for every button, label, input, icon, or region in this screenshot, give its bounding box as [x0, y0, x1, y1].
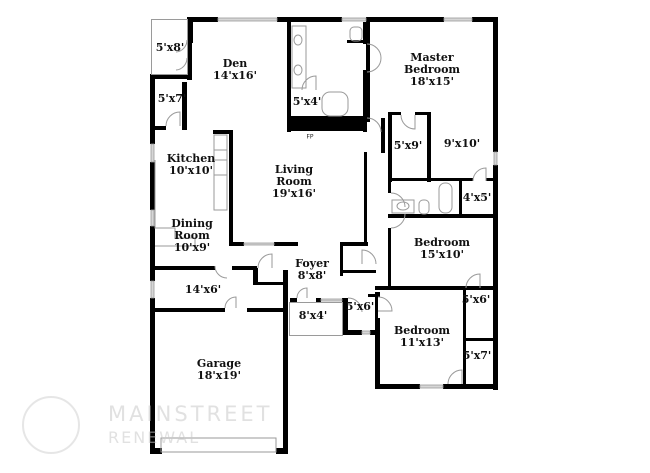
label-closet-bottom: 5'x7'	[462, 349, 492, 362]
den-name: Den	[222, 57, 248, 70]
label-porch: 8'x4'	[298, 309, 328, 322]
watermark-line2: RENEWAL	[108, 428, 201, 447]
thin-lines	[151, 19, 487, 453]
watermark: MAINSTREET RENEWAL	[18, 396, 298, 454]
label-closet-4x5: 4'x5'	[462, 191, 492, 204]
windows	[150, 17, 498, 389]
label-balcony: 5'x8'	[155, 41, 185, 54]
label-bedroom-3: Bedroom 11'x13'	[393, 324, 451, 349]
den-dims: 14'x16'	[213, 69, 257, 82]
label-kitchen: Kitchen 10'x10'	[166, 152, 216, 177]
label-bath-closet: 5'x4'	[292, 95, 322, 108]
label-master-bedroom: Master Bedroom 18'x15'	[403, 51, 461, 88]
brand-logo-icon	[22, 396, 80, 454]
label-bath-5x6: 5'x6'	[345, 300, 375, 313]
label-laundry: 14'x6'	[184, 283, 222, 296]
label-den: Den 14'x16'	[213, 58, 257, 82]
label-sitting: 9'x10'	[443, 137, 481, 150]
label-closet-top: 5'x7'	[157, 92, 187, 105]
label-closet-5x9: 5'x9'	[393, 139, 423, 152]
label-foyer: Foyer 8'x8'	[295, 257, 329, 282]
label-living-room: Living Room 19'x16'	[272, 163, 316, 200]
label-garage: Garage 18'x19'	[196, 357, 242, 382]
watermark-line1: MAINSTREET	[108, 402, 273, 426]
fireplace-label: FP	[306, 133, 314, 141]
label-bedroom-2: Bedroom 15'x10'	[413, 236, 471, 261]
label-dining-room: Dining Room 10'x9'	[171, 217, 213, 254]
label-closet-5x6-right: 5'x6'	[461, 293, 491, 306]
